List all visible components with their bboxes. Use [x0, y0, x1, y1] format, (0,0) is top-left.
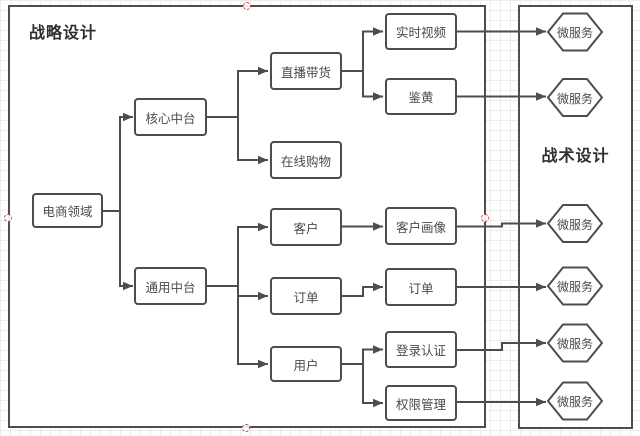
- node-label: 权限管理: [395, 396, 446, 412]
- edge-ecommerce-to-common[interactable]: [103, 210, 133, 291]
- edge-user-to-login[interactable]: [342, 345, 383, 365]
- edge-live-to-moderation[interactable]: [342, 70, 383, 101]
- node-label: 订单: [408, 280, 434, 296]
- microservice-label-4: 微服务: [556, 280, 593, 294]
- selection-handle-top[interactable]: [243, 2, 251, 10]
- microservice-label-3: 微服务: [556, 218, 593, 232]
- node-label: 用户: [293, 357, 319, 373]
- node-label: 直播带货: [280, 64, 331, 80]
- microservice-label-2: 微服务: [556, 92, 593, 106]
- node-label: 通用中台: [145, 279, 196, 295]
- hexagon-microservice-5[interactable]: [546, 323, 604, 363]
- hexagon-microservice-2[interactable]: [546, 78, 604, 117]
- node-order[interactable]: 订单: [270, 277, 342, 315]
- microservice-label-1: 微服务: [556, 26, 593, 40]
- node-label: 鉴黄: [408, 90, 434, 105]
- microservice-label-6: 微服务: [556, 395, 593, 409]
- edge-login-to-microservice-5[interactable]: [457, 338, 546, 351]
- node-label: 客户画像: [395, 219, 446, 235]
- selection-handle-left[interactable]: [4, 214, 12, 222]
- selection-handle-right[interactable]: [481, 214, 489, 222]
- node-user[interactable]: 用户: [270, 346, 342, 382]
- node-login-auth[interactable]: 登录认证: [385, 331, 457, 368]
- node-content-moderation[interactable]: 鉴黄: [385, 78, 457, 115]
- hexagon-microservice-6[interactable]: [546, 381, 604, 421]
- tactics-section-title: 战术设计: [541, 146, 610, 165]
- node-common-platform[interactable]: 通用中台: [134, 267, 207, 305]
- node-online-shopping[interactable]: 在线购物: [270, 141, 342, 179]
- edge-profile-to-microservice-3[interactable]: [457, 219, 546, 228]
- microservice-label-5: 微服务: [556, 337, 593, 351]
- hexagon-microservice-3[interactable]: [546, 204, 604, 243]
- node-label: 实时视频: [395, 25, 446, 40]
- hexagon-microservice-1[interactable]: [546, 12, 604, 52]
- edge-user-to-permission[interactable]: [342, 363, 383, 408]
- hexagon-microservice-4[interactable]: [546, 266, 604, 306]
- selection-handle-bottom[interactable]: [242, 424, 250, 432]
- node-label: 电商领域: [42, 204, 93, 219]
- node-customer[interactable]: 客户: [270, 208, 342, 246]
- node-realtime-video[interactable]: 实时视频: [385, 13, 457, 50]
- edge-ecommerce-to-core[interactable]: [103, 112, 133, 212]
- node-label: 客户: [293, 220, 319, 236]
- node-label: 订单: [293, 289, 319, 305]
- edge-common-to-customer[interactable]: [207, 222, 268, 287]
- node-ecommerce-domain[interactable]: 电商领域: [32, 193, 103, 228]
- node-core-platform[interactable]: 核心中台: [134, 98, 207, 136]
- node-label: 在线购物: [280, 153, 331, 169]
- strategy-section-title: 战略设计: [29, 23, 98, 42]
- edge-core-to-shopping[interactable]: [207, 116, 268, 165]
- edge-common-to-user[interactable]: [207, 285, 268, 369]
- edge-core-to-live[interactable]: [207, 66, 268, 118]
- node-label: 核心中台: [145, 110, 196, 126]
- edge-live-to-video[interactable]: [342, 27, 383, 72]
- node-permission-mgmt[interactable]: 权限管理: [385, 385, 457, 421]
- node-label: 登录认证: [395, 343, 446, 358]
- edge-order-to-orderservice[interactable]: [342, 282, 383, 297]
- node-order-service[interactable]: 订单: [385, 268, 457, 306]
- node-live-commerce[interactable]: 直播带货: [270, 52, 342, 90]
- node-customer-profile[interactable]: 客户画像: [385, 207, 457, 245]
